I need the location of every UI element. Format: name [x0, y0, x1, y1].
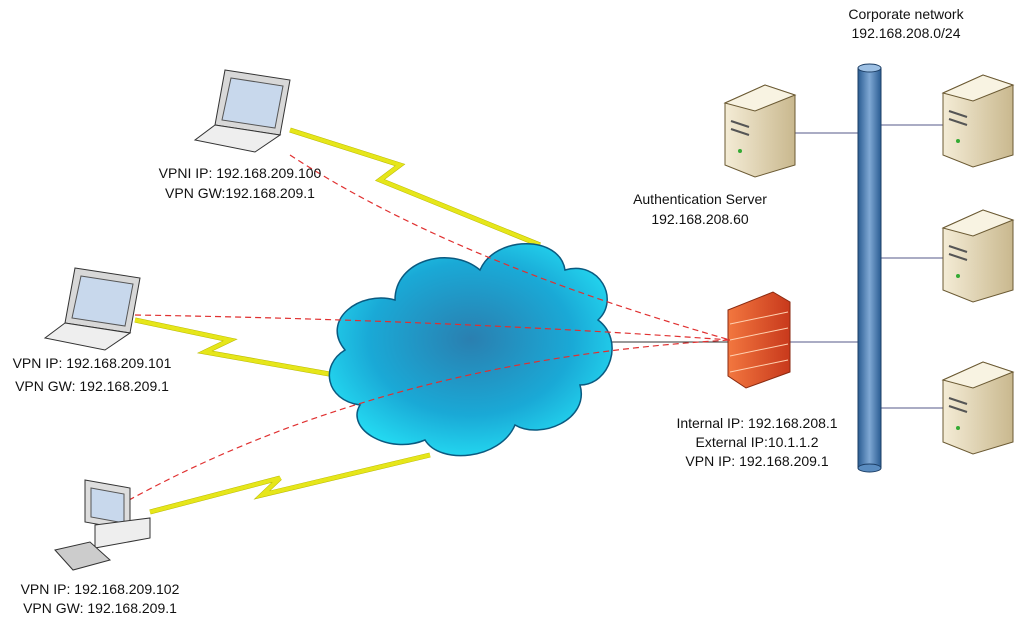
firewall-vpn-ip: VPN IP: 192.168.209.1 — [685, 453, 828, 469]
server-icon — [941, 74, 1015, 168]
network-title: Corporate network — [848, 6, 964, 22]
client3-gw: VPN GW: 192.168.209.1 — [23, 600, 177, 616]
desktop-computer-icon — [54, 479, 151, 571]
client3-ip: VPN IP: 192.168.209.102 — [21, 581, 180, 597]
corporate-bus — [857, 63, 882, 473]
firewall-internal-ip: Internal IP: 192.168.208.1 — [676, 415, 837, 431]
laptop-icon — [193, 69, 291, 153]
auth-server-icon — [723, 84, 797, 178]
lan-links — [605, 124, 945, 409]
laptop-icon — [43, 267, 141, 351]
firewall-external-ip: External IP:10.1.1.2 — [696, 434, 819, 450]
auth-server-name: Authentication Server — [633, 191, 767, 207]
server-icon — [941, 361, 1015, 455]
client1-ip: VPNI IP: 192.168.209.100 — [159, 165, 322, 181]
client1-gw: VPN GW:192.168.209.1 — [165, 185, 315, 201]
auth-server-ip: 192.168.208.60 — [651, 211, 749, 227]
firewall-icon — [727, 291, 791, 389]
vpn-tunnels — [119, 154, 731, 506]
network-subnet: 192.168.208.0/24 — [852, 25, 961, 41]
client2-ip: VPN IP: 192.168.209.101 — [13, 355, 172, 371]
client2-gw: VPN GW: 192.168.209.1 — [15, 378, 169, 394]
internet-cloud-icon — [328, 243, 613, 457]
server-icons — [723, 74, 1015, 455]
server-icon — [941, 209, 1015, 303]
wireless-links — [134, 127, 541, 515]
